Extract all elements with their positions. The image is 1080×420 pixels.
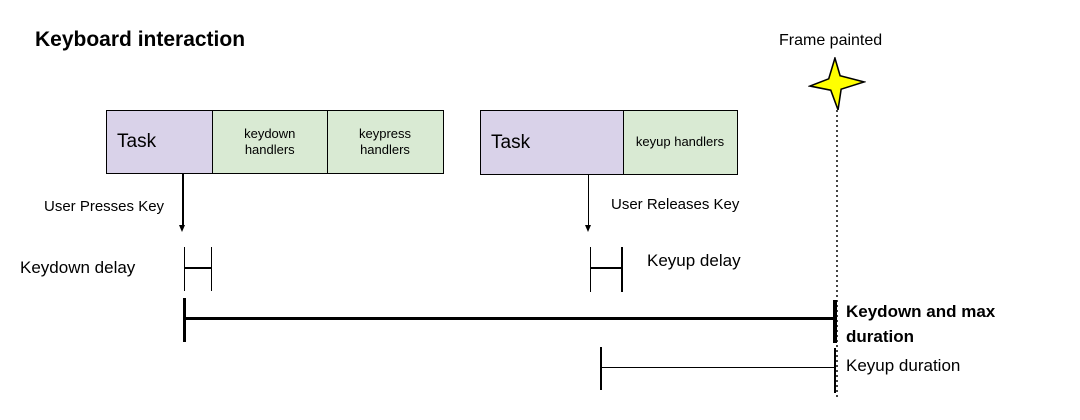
keyup-duration-label: Keyup duration	[846, 356, 961, 375]
keyup-delay-start-tick	[589, 247, 591, 292]
keyup-task-label: Task	[491, 131, 531, 153]
frame-painted-star-icon	[808, 57, 866, 111]
keyup-handlers-box: keyup handlers	[622, 110, 738, 175]
user-releases-key-arrow-line	[587, 175, 589, 225]
keydown-handlers-label: keydown handlers	[244, 125, 296, 157]
keydown-max-duration-label: Keydown and max duration	[846, 302, 996, 346]
frame-painted-label: Frame painted	[779, 32, 883, 49]
keyup-task-box: Task	[480, 110, 624, 175]
keyup-duration-end-tick	[834, 348, 836, 393]
keyup-delay-end-tick	[621, 247, 623, 292]
user-releases-key-label: User Releases Key	[611, 196, 740, 213]
frame-painted-dotted-line	[836, 110, 838, 398]
keyup-delay-span-line	[589, 267, 623, 269]
keydown-delay-end-tick	[210, 247, 212, 291]
keydown-duration-start-tick	[182, 298, 186, 342]
keydown-delay-start-tick	[183, 247, 185, 291]
keypress-handlers-label: keypress handlers	[358, 125, 412, 157]
keyup-delay-label: Keyup delay	[647, 251, 741, 270]
keyup-duration-start-tick	[600, 347, 602, 390]
user-presses-key-arrow-line	[182, 174, 184, 225]
user-releases-key-arrowhead-icon	[584, 225, 591, 232]
keydown-delay-span-line	[183, 267, 212, 269]
keydown-task-label: Task	[117, 131, 157, 152]
keypress-handlers-box: keypress handlers	[326, 110, 444, 174]
keydown-task-box: Task	[106, 110, 213, 174]
keydown-duration-end-tick	[833, 300, 837, 343]
user-presses-key-label: User Presses Key	[44, 198, 165, 215]
keydown-delay-label: Keydown delay	[20, 258, 136, 277]
keyup-handlers-label: keyup handlers	[635, 134, 725, 150]
four-point-star-shape	[808, 57, 866, 111]
keydown-duration-span-line	[184, 316, 835, 320]
diagram-title: Keyboard interaction	[35, 28, 246, 51]
keyup-duration-span-line	[600, 366, 835, 368]
keydown-handlers-box: keydown handlers	[211, 110, 328, 174]
user-presses-key-arrowhead-icon	[179, 225, 185, 232]
